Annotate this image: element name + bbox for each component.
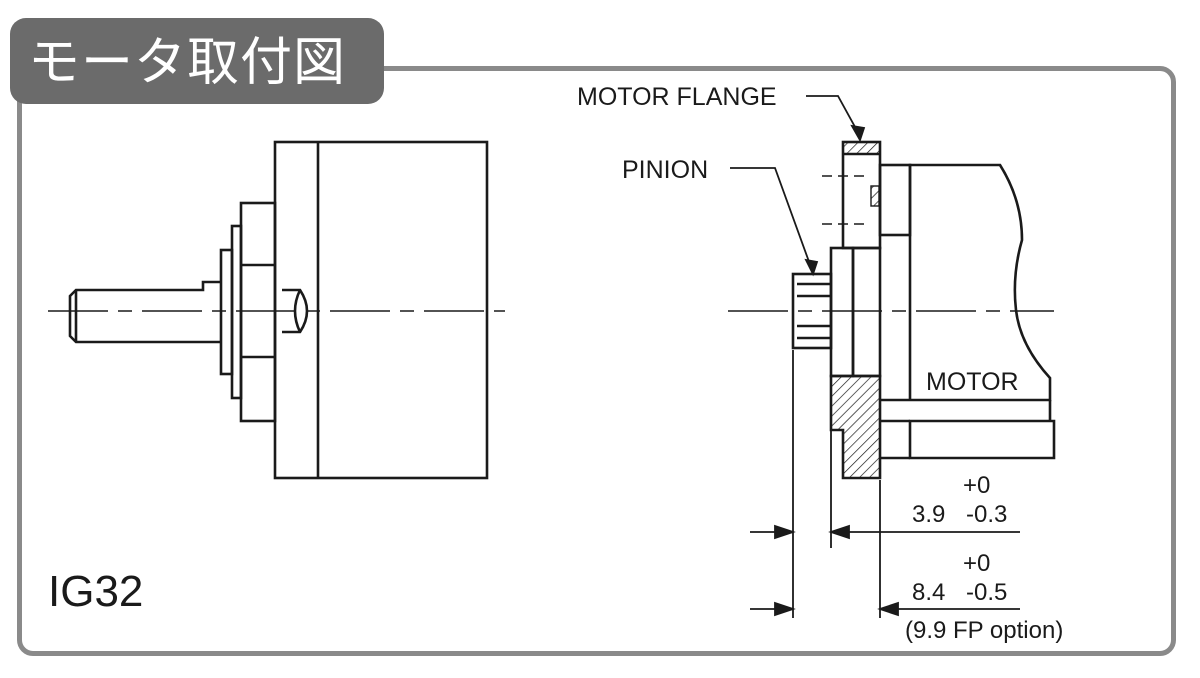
bearing-boss-outer	[230, 224, 243, 400]
page-title: モータ取付図	[28, 33, 347, 93]
model-label: IG32	[48, 567, 144, 616]
motor-body	[880, 163, 1052, 402]
gearhead-flange	[239, 201, 277, 423]
motor-mounting-view	[791, 140, 1056, 480]
drawing-frame	[17, 66, 1176, 656]
pinion-label: PINION	[622, 156, 708, 184]
dim2-note: (9.9 FP option)	[905, 617, 1063, 644]
motor-flange-label: MOTOR FLANGE	[577, 83, 777, 111]
mounting-plate	[851, 246, 882, 378]
title-tab	[10, 18, 384, 104]
pinion-leader	[730, 167, 813, 271]
dim2-value: 8.4	[912, 579, 945, 606]
dim1-tol-upper: +0	[963, 472, 990, 499]
dimension-lines	[750, 350, 1020, 618]
dim1-value: 3.9	[912, 501, 945, 528]
dim1-tol-lower: -0.3	[966, 501, 1007, 528]
motor-lower-part	[908, 419, 1056, 460]
dim2-tol-lower: -0.5	[966, 579, 1007, 606]
motor-flange-leader	[806, 95, 861, 137]
gearhead-side-view	[68, 140, 489, 480]
motor-flange-lower-section	[829, 374, 882, 480]
dim2-tol-upper: +0	[963, 550, 990, 577]
leader-lines	[730, 95, 866, 277]
bearing-boss-inner	[219, 248, 234, 376]
output-shaft	[68, 280, 221, 344]
motor-label: MOTOR	[926, 368, 1019, 396]
